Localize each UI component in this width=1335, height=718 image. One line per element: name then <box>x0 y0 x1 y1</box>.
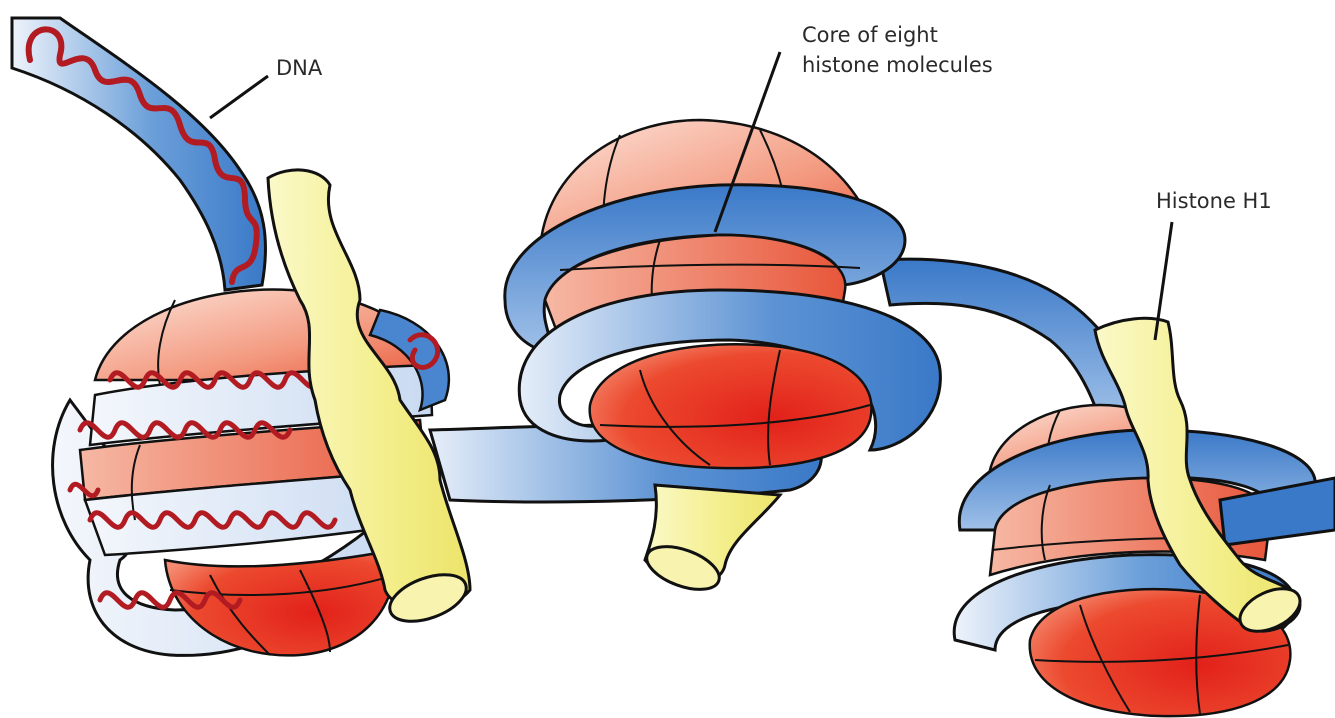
middle-core-bottom <box>590 344 872 468</box>
right-nucleosome <box>954 318 1335 716</box>
core-label-line2: histone molecules <box>802 50 993 80</box>
dna-label: DNA <box>276 53 322 83</box>
dna-leader-line <box>210 76 268 118</box>
core-label-line1: Core of eight <box>802 20 993 50</box>
histone-h1-label: Histone H1 <box>1156 186 1272 216</box>
core-label: Core of eight histone molecules <box>802 20 993 80</box>
left-nucleosome <box>12 18 472 655</box>
dna-incoming-strand <box>12 18 266 290</box>
